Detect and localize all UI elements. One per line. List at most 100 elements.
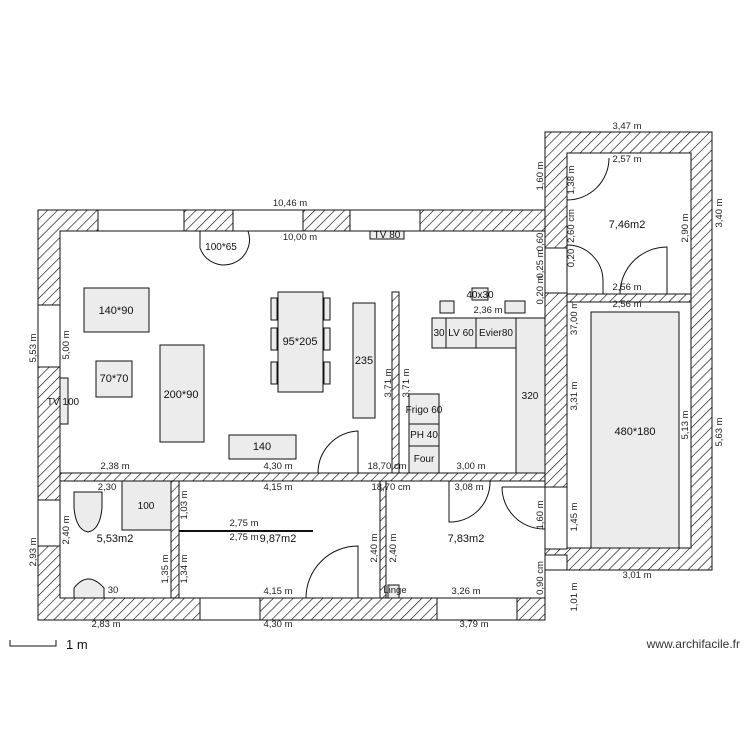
dim-mid-3-08: 3,08 m bbox=[454, 482, 483, 493]
dim-left-inner: 5,00 m bbox=[61, 330, 72, 359]
pouf-label: 70*70 bbox=[100, 373, 129, 385]
counter bbox=[515, 317, 546, 474]
scale-bar-label: 1 m bbox=[66, 637, 88, 652]
sink-top-label: 40x30 bbox=[466, 290, 494, 301]
main-wall bbox=[37, 209, 546, 621]
tv-top-label: TV 80 bbox=[374, 230, 401, 241]
door-swing bbox=[566, 244, 604, 294]
bed bbox=[83, 287, 150, 333]
dim-b2-3-26: 3,26 m bbox=[451, 586, 480, 597]
tap bbox=[504, 300, 526, 314]
room-area-annex: 7,46m2 bbox=[609, 219, 646, 231]
counter-label: 320 bbox=[522, 391, 539, 402]
dim-garage-right-outer: 5,63 m bbox=[714, 417, 725, 446]
door-swing bbox=[317, 430, 359, 474]
dining-table bbox=[277, 291, 324, 393]
chair bbox=[323, 361, 331, 385]
chair bbox=[323, 297, 331, 321]
dim-mid-3-00: 3,00 m bbox=[456, 461, 485, 472]
washbasin bbox=[73, 578, 105, 599]
tv-stand bbox=[228, 434, 297, 460]
car-label: 480*180 bbox=[615, 426, 656, 438]
bench-label: 235 bbox=[355, 355, 373, 367]
dim-b1-2-75b: 2,75 m bbox=[229, 532, 258, 543]
windows bbox=[37, 209, 568, 621]
dim-mid-4-30: 4,30 m bbox=[263, 461, 292, 472]
window bbox=[544, 247, 568, 294]
room-area-bath: 5,53m2 bbox=[97, 533, 134, 545]
dim-b1-2-75a: 2,75 m bbox=[229, 518, 258, 529]
dim-annex-top-outer: 3,47 m bbox=[612, 121, 641, 132]
dim-b1-2-40b: 2,40 m bbox=[388, 533, 399, 562]
dim-wall-3-71b: 3,71 m bbox=[401, 368, 412, 397]
interior-wall-bed bbox=[379, 480, 387, 599]
sofa-label: 200*90 bbox=[164, 389, 199, 401]
dim-mid-4-15: 4,15 m bbox=[263, 482, 292, 493]
dim-annex-right-outer: 3,40 m bbox=[714, 198, 725, 227]
dishwasher-label: LV 60 bbox=[448, 328, 474, 339]
bed-label: 140*90 bbox=[99, 305, 134, 317]
dim-top-inner: 10,00 m bbox=[283, 232, 317, 243]
tv-top bbox=[369, 230, 405, 240]
dim-bath-1-34: 1,34 m bbox=[179, 554, 190, 583]
dimensions: 10,46 m 10,00 m 3,47 m 2,57 m 3,40 m 2,9… bbox=[28, 121, 725, 630]
annex-divider bbox=[566, 293, 692, 303]
dim-bath-left-outer: 2,93 m bbox=[28, 537, 39, 566]
stove-label: 100*65 bbox=[205, 242, 237, 253]
door-swing bbox=[619, 246, 668, 295]
window bbox=[349, 209, 421, 232]
dining-table-label: 95*205 bbox=[283, 336, 318, 348]
door-swing bbox=[448, 480, 491, 523]
dim-bath-1-35: 1,35 m bbox=[160, 554, 171, 583]
scale-bar-line bbox=[9, 640, 57, 647]
dishwasher bbox=[445, 317, 477, 349]
pantry-label: PH 40 bbox=[410, 430, 438, 441]
door-swing bbox=[501, 486, 546, 530]
oven-label: Four bbox=[414, 454, 435, 465]
tv-left bbox=[59, 377, 69, 425]
chair bbox=[270, 297, 278, 321]
window bbox=[97, 209, 185, 232]
chair bbox=[323, 327, 331, 351]
dim-bot-3-79: 3,79 m bbox=[459, 619, 488, 630]
room-area-bedroom1: 9,87m2 bbox=[260, 533, 297, 545]
dim-garage-v3: 1,45 m bbox=[569, 502, 580, 531]
dim-annex-right-inner: 2,90 m bbox=[680, 213, 691, 242]
chair bbox=[270, 361, 278, 385]
bench bbox=[352, 302, 376, 419]
dim-left-outer: 5,53 m bbox=[28, 333, 39, 362]
dim-mid-2-30: 2,30 bbox=[98, 482, 117, 493]
dim-mid-2-38: 2,38 m bbox=[100, 461, 129, 472]
dim-annex-v4: 0,60 bbox=[535, 233, 546, 252]
dim-b2-0-90: 0,90 cm bbox=[535, 561, 546, 595]
door-swing bbox=[566, 157, 610, 201]
tv-stand-label: 140 bbox=[253, 441, 271, 453]
dim-annex-v6: 0,25 m bbox=[535, 249, 546, 278]
dim-annex-top-inner: 2,57 m bbox=[612, 154, 641, 165]
interior-wall-bath bbox=[170, 480, 180, 599]
car bbox=[590, 311, 680, 549]
dim-garage-v2: 3,31 m bbox=[569, 381, 580, 410]
linen-label: Linge bbox=[383, 585, 406, 596]
dim-wall-3-71a: 3,71 m bbox=[383, 368, 394, 397]
toilet bbox=[73, 491, 103, 533]
dim-annex-v5: 0,20 bbox=[566, 249, 577, 268]
dim-bot-4-30: 4,30 m bbox=[263, 619, 292, 630]
dim-garage-bottom: 3,01 m bbox=[622, 570, 651, 581]
dim-annex-v1: 1,60 m bbox=[535, 161, 546, 190]
door-swing bbox=[305, 545, 359, 599]
dim-top-outer: 10,46 m bbox=[273, 198, 307, 209]
window bbox=[544, 554, 568, 571]
dim-garage-right: 5,13 m bbox=[680, 410, 691, 439]
tv-left-label: TV 100 bbox=[47, 397, 80, 408]
sofa bbox=[159, 344, 205, 443]
window bbox=[199, 597, 261, 621]
dim-mid-18-70: 18,70 cm bbox=[367, 461, 406, 472]
window bbox=[37, 304, 61, 368]
oven bbox=[408, 445, 440, 474]
tap bbox=[439, 300, 455, 314]
dim-annex-v2: 1,38 m bbox=[566, 165, 577, 194]
window bbox=[37, 499, 61, 547]
dim-b2-1-60: 1,60 m bbox=[535, 500, 546, 529]
